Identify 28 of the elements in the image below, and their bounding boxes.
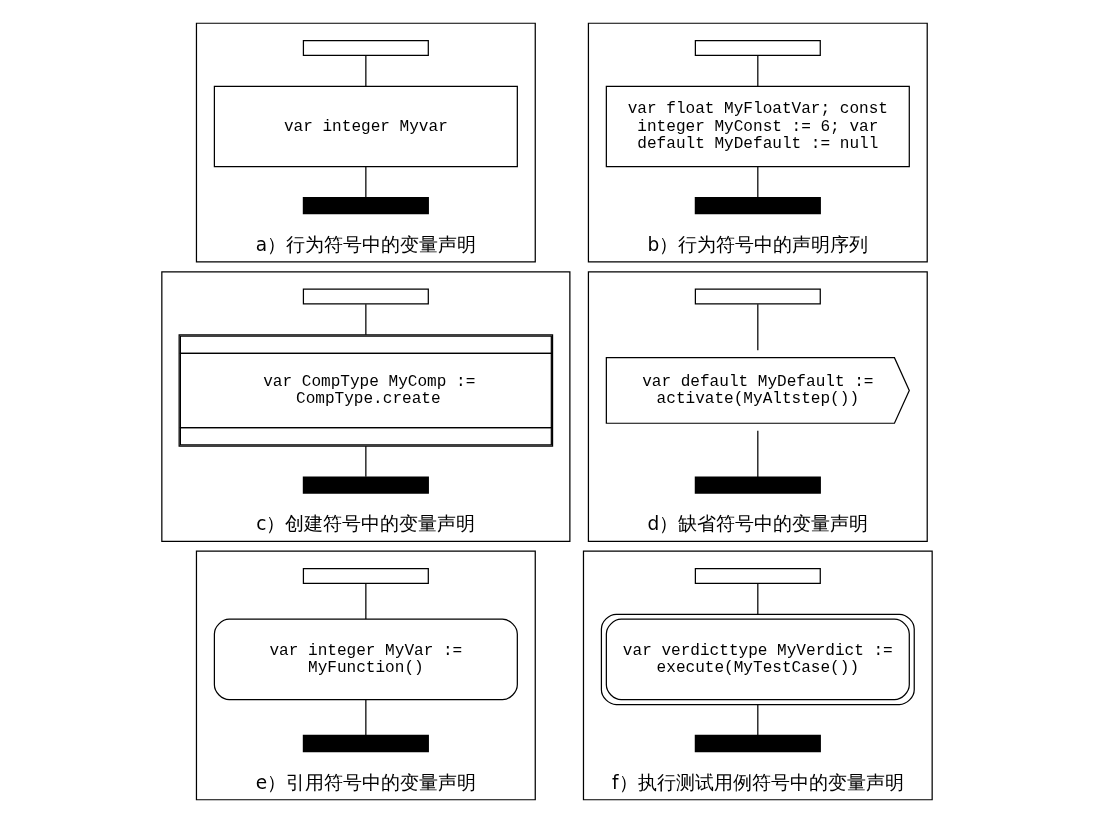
- connector: [364, 55, 366, 87]
- node-bar: [302, 734, 429, 753]
- node-box: [302, 567, 429, 584]
- connector: [756, 704, 758, 736]
- connector: [364, 699, 366, 736]
- connector: [364, 582, 366, 620]
- connector: [756, 55, 758, 87]
- connector: [364, 166, 366, 199]
- node-bar: [694, 196, 821, 215]
- node-bar: [302, 196, 429, 215]
- connector: [756, 430, 758, 478]
- node-bar: [694, 734, 821, 753]
- node-box: [694, 567, 821, 584]
- node-box: var verdicttype MyVerdict := execute(MyTestCase()): [600, 613, 915, 706]
- connector: [364, 445, 366, 478]
- node-box: [694, 288, 821, 305]
- connector: [756, 582, 758, 615]
- node-box: [302, 39, 429, 56]
- connector: [756, 166, 758, 199]
- node-bar: [302, 476, 429, 494]
- node-box: var integer MyVar := MyFunction(): [213, 618, 518, 701]
- node-box: [302, 288, 429, 305]
- node-bar: [694, 476, 821, 494]
- connector: [756, 303, 758, 351]
- connector: [364, 303, 366, 336]
- node-box: [694, 39, 821, 56]
- node-box: var integer Myvar: [213, 85, 518, 168]
- node-box: var float MyFloatVar; const integer MyConst := 6; var default MyDefault := null: [605, 85, 910, 168]
